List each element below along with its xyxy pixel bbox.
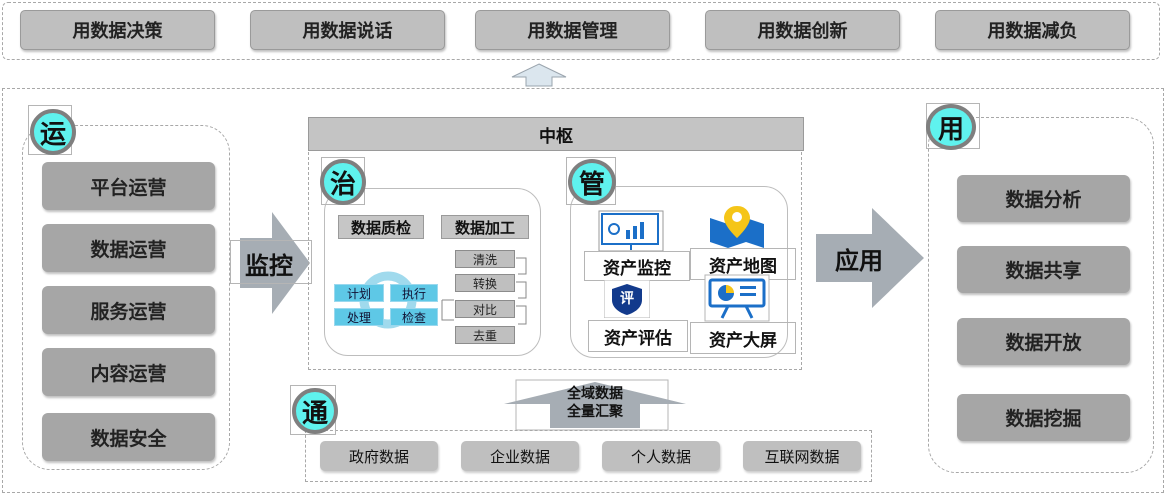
asset-monitor-item[interactable]: 资产监控 (584, 251, 690, 281)
goal-manage[interactable]: 用数据管理 (475, 10, 670, 50)
hub-title: 中枢 (308, 117, 804, 151)
goal-speak[interactable]: 用数据说话 (250, 10, 445, 50)
apply-label: 应用 (835, 246, 883, 275)
main-frame (2, 88, 1164, 493)
presentation-screen-icon (704, 274, 770, 322)
source-personal[interactable]: 个人数据 (602, 441, 720, 471)
goal-innovate[interactable]: 用数据创新 (705, 10, 900, 50)
monitor-arrow-icon (240, 212, 310, 314)
step-compare: 对比 (455, 300, 515, 318)
use-badge: 用 (926, 104, 976, 150)
map-pin-icon (710, 206, 764, 248)
use-item-mining[interactable]: 数据挖掘 (957, 394, 1130, 441)
goal-decision[interactable]: 用数据决策 (20, 10, 215, 50)
manage-badge: 管 (568, 159, 616, 205)
asset-eval-item[interactable]: 资产评估 (588, 320, 688, 352)
source-government[interactable]: 政府数据 (320, 441, 438, 471)
aggregate-line-1: 全域数据 (567, 386, 623, 402)
shield-icon (604, 280, 650, 318)
govern-panel (324, 188, 541, 356)
monitor-label-frame (230, 240, 312, 284)
ops-item-data[interactable]: 数据运营 (42, 224, 215, 272)
cycle-act: 处理 (334, 308, 384, 326)
aggregate-line-2: 全量汇聚 (567, 404, 623, 420)
use-item-analysis[interactable]: 数据分析 (957, 175, 1130, 222)
use-item-open[interactable]: 数据开放 (957, 318, 1130, 365)
step-clean: 清洗 (455, 250, 515, 268)
apply-arrow-icon (816, 208, 924, 308)
quality-check-button[interactable]: 数据质检 (338, 215, 424, 239)
goal-reduce-burden[interactable]: 用数据减负 (935, 10, 1130, 50)
cycle-plan: 计划 (334, 284, 384, 302)
ops-item-content[interactable]: 内容运营 (42, 348, 215, 396)
source-internet[interactable]: 互联网数据 (743, 441, 861, 471)
step-dedupe: 去重 (455, 326, 515, 344)
tong-badge: 通 (292, 388, 338, 434)
monitor-screen-icon (598, 210, 664, 252)
processing-button[interactable]: 数据加工 (441, 215, 529, 239)
ops-item-service[interactable]: 服务运营 (42, 286, 215, 334)
cycle-do: 执行 (390, 284, 438, 302)
step-transform: 转换 (455, 274, 515, 292)
source-enterprise[interactable]: 企业数据 (461, 441, 579, 471)
use-panel (928, 117, 1154, 473)
cycle-check: 检查 (390, 308, 438, 326)
shield-icon-char: 评 (620, 291, 634, 307)
ops-badge: 运 (30, 109, 76, 155)
monitor-label: 监控 (245, 251, 293, 280)
ops-item-platform[interactable]: 平台运营 (42, 162, 215, 210)
top-goals-bar (2, 2, 1160, 60)
ops-item-security[interactable]: 数据安全 (42, 413, 215, 461)
sources-frame (305, 430, 872, 482)
ops-panel (22, 125, 230, 470)
manage-panel (570, 186, 788, 358)
asset-bigscreen-item[interactable]: 资产大屏 (690, 322, 796, 354)
govern-badge: 治 (320, 159, 366, 205)
use-item-sharing[interactable]: 数据共享 (957, 246, 1130, 293)
steps-connector (441, 257, 527, 325)
up-arrow-icon (511, 63, 567, 87)
